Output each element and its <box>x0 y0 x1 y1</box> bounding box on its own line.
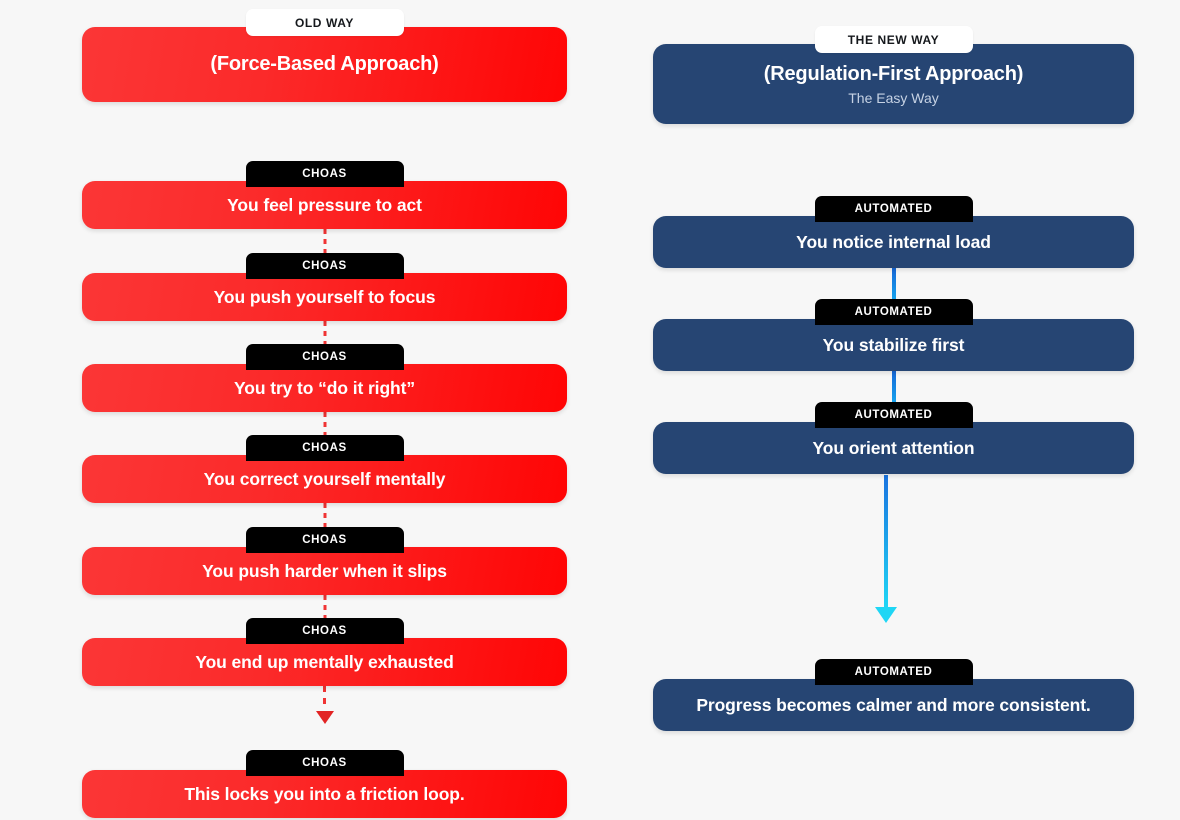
old-way-down-arrow-head-icon <box>315 711 334 724</box>
old-way-step-4: CHOAS You correct yourself mentally <box>82 435 567 503</box>
new-way-step-2-badge: AUTOMATED <box>814 299 973 325</box>
old-way-step-2-badge: CHOAS <box>245 253 404 279</box>
old-way-step-3-badge: CHOAS <box>245 344 404 370</box>
new-way-header-title: (Regulation-First Approach) <box>763 62 1024 85</box>
old-way-step-6-badge-label: CHOAS <box>302 625 347 637</box>
old-way-step-6-label: You end up mentally exhausted <box>195 651 454 672</box>
old-way-down-arrow-line <box>323 686 326 710</box>
old-way-step-7-badge-label: CHOAS <box>302 757 347 769</box>
new-way-step-1-badge-label: AUTOMATED <box>854 203 933 215</box>
old-way-step-2-badge-label: CHOAS <box>302 260 347 272</box>
old-way-step-4-badge: CHOAS <box>245 435 404 461</box>
old-way-step-5-card[interactable]: You push harder when it slips <box>82 547 567 595</box>
new-way-step-1: AUTOMATED You notice internal load <box>653 196 1134 268</box>
old-way-connector-3-4 <box>323 412 326 446</box>
new-way-step-1-label: You notice internal load <box>796 231 991 252</box>
old-way-header-badge: OLD WAY <box>245 9 404 36</box>
new-way-step-4-card[interactable]: Progress becomes calmer and more consist… <box>653 679 1134 731</box>
old-way-step-1-badge-label: CHOAS <box>302 168 347 180</box>
old-way-step-5-badge-label: CHOAS <box>302 534 347 546</box>
new-way-down-arrow <box>874 475 897 623</box>
old-way-step-1-label: You feel pressure to act <box>227 194 422 215</box>
old-way-step-7-card[interactable]: This locks you into a friction loop. <box>82 770 567 818</box>
old-way-step-1: CHOAS You feel pressure to act <box>82 161 567 229</box>
old-way-step-7: CHOAS This locks you into a friction loo… <box>82 750 567 818</box>
new-way-step-2-label: You stabilize first <box>822 334 965 355</box>
old-way-step-3-label: You try to “do it right” <box>234 377 415 398</box>
new-way-step-3-badge-label: AUTOMATED <box>854 409 933 421</box>
new-way-step-4: AUTOMATED Progress becomes calmer and mo… <box>653 659 1134 731</box>
new-way-step-1-badge: AUTOMATED <box>814 196 973 222</box>
old-way-step-5-badge: CHOAS <box>245 527 404 553</box>
old-way-connector-2-3 <box>323 321 326 355</box>
new-way-step-2-card[interactable]: You stabilize first <box>653 319 1134 371</box>
new-way-header-block: THE NEW WAY (Regulation-First Approach) … <box>653 26 1134 124</box>
new-way-step-3-label: You orient attention <box>812 437 975 458</box>
new-way-down-arrow-head-icon <box>874 607 897 623</box>
old-way-down-arrow <box>315 686 334 724</box>
old-way-connector-1-2 <box>323 229 326 263</box>
new-way-header-subtitle: The Easy Way <box>848 89 939 106</box>
old-way-connector-4-5 <box>323 503 326 537</box>
old-way-step-4-badge-label: CHOAS <box>302 442 347 454</box>
new-way-step-3-badge: AUTOMATED <box>814 402 973 428</box>
new-way-step-3: AUTOMATED You orient attention <box>653 402 1134 474</box>
old-way-header-block: OLD WAY (Force-Based Approach) <box>82 9 567 102</box>
old-way-step-4-label: You correct yourself mentally <box>203 468 446 489</box>
old-way-step-7-badge: CHOAS <box>245 750 404 776</box>
new-way-header-badge-label: THE NEW WAY <box>847 32 940 47</box>
old-way-header-title: (Force-Based Approach) <box>210 53 439 75</box>
new-way-header-card[interactable]: (Regulation-First Approach) The Easy Way <box>653 44 1134 124</box>
new-way-header-badge: THE NEW WAY <box>814 26 973 53</box>
old-way-step-1-card[interactable]: You feel pressure to act <box>82 181 567 229</box>
old-way-step-6-badge: CHOAS <box>245 618 404 644</box>
new-way-step-2: AUTOMATED You stabilize first <box>653 299 1134 371</box>
old-way-step-6-card[interactable]: You end up mentally exhausted <box>82 638 567 686</box>
new-way-down-arrow-line <box>883 475 888 608</box>
old-way-connector-5-6 <box>323 595 326 629</box>
old-way-step-3-card[interactable]: You try to “do it right” <box>82 364 567 412</box>
new-way-connector-2-3 <box>891 371 896 405</box>
old-way-step-2-card[interactable]: You push yourself to focus <box>82 273 567 321</box>
old-way-step-1-badge: CHOAS <box>245 161 404 187</box>
old-way-step-2-label: You push yourself to focus <box>213 286 436 307</box>
old-way-header-badge-label: OLD WAY <box>294 15 355 30</box>
old-way-step-3: CHOAS You try to “do it right” <box>82 344 567 412</box>
old-way-step-6: CHOAS You end up mentally exhausted <box>82 618 567 686</box>
new-way-step-4-badge-label: AUTOMATED <box>854 666 933 678</box>
new-way-step-4-badge: AUTOMATED <box>814 659 973 685</box>
old-way-step-4-card[interactable]: You correct yourself mentally <box>82 455 567 503</box>
old-way-step-2: CHOAS You push yourself to focus <box>82 253 567 321</box>
new-way-step-1-card[interactable]: You notice internal load <box>653 216 1134 268</box>
old-way-step-7-label: This locks you into a friction loop. <box>184 783 465 804</box>
new-way-connector-1-2 <box>891 268 896 302</box>
old-way-step-3-badge-label: CHOAS <box>302 351 347 363</box>
old-way-header-card[interactable]: (Force-Based Approach) <box>82 27 567 102</box>
new-way-step-3-card[interactable]: You orient attention <box>653 422 1134 474</box>
old-way-step-5: CHOAS You push harder when it slips <box>82 527 567 595</box>
new-way-step-4-label: Progress becomes calmer and more consist… <box>696 694 1091 715</box>
old-way-step-5-label: You push harder when it slips <box>202 560 447 581</box>
new-way-step-2-badge-label: AUTOMATED <box>854 306 933 318</box>
